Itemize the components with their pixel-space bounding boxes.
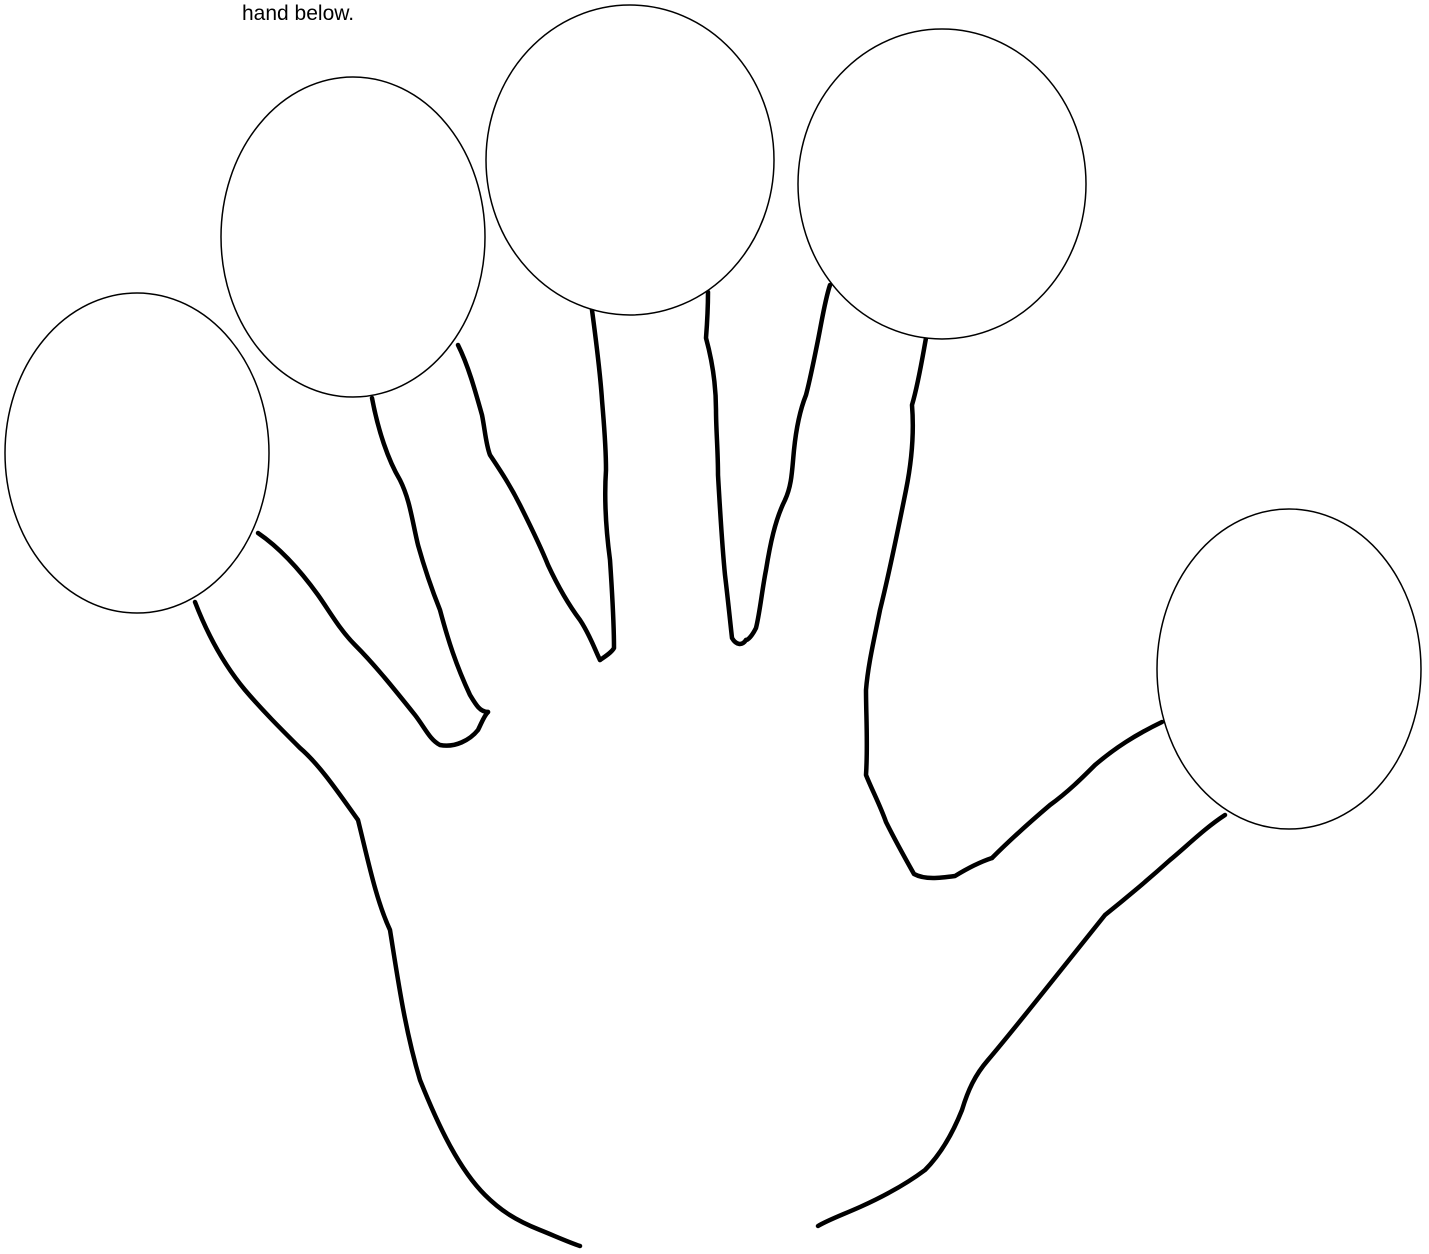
finger3-right-edge	[706, 292, 746, 644]
finger1-inner-edge	[258, 533, 488, 746]
fingertip-circle-2[interactable]	[221, 77, 485, 397]
finger3-left-edge	[592, 310, 614, 660]
fingertip-circle-3[interactable]	[486, 5, 774, 315]
hand-outline	[195, 285, 1225, 1246]
thumb-inner-edge	[992, 722, 1162, 858]
finger4-right-edge	[866, 338, 992, 878]
finger2-right-edge	[458, 345, 600, 660]
thumb-outer-edge	[818, 815, 1225, 1226]
finger4-left-edge	[746, 285, 830, 640]
hand-left-edge	[195, 602, 580, 1246]
fingertip-circle-5[interactable]	[1157, 509, 1421, 829]
fingertip-circle-1[interactable]	[5, 293, 269, 613]
finger2-left-edge	[372, 398, 488, 712]
fingertip-circle-4[interactable]	[798, 29, 1086, 339]
